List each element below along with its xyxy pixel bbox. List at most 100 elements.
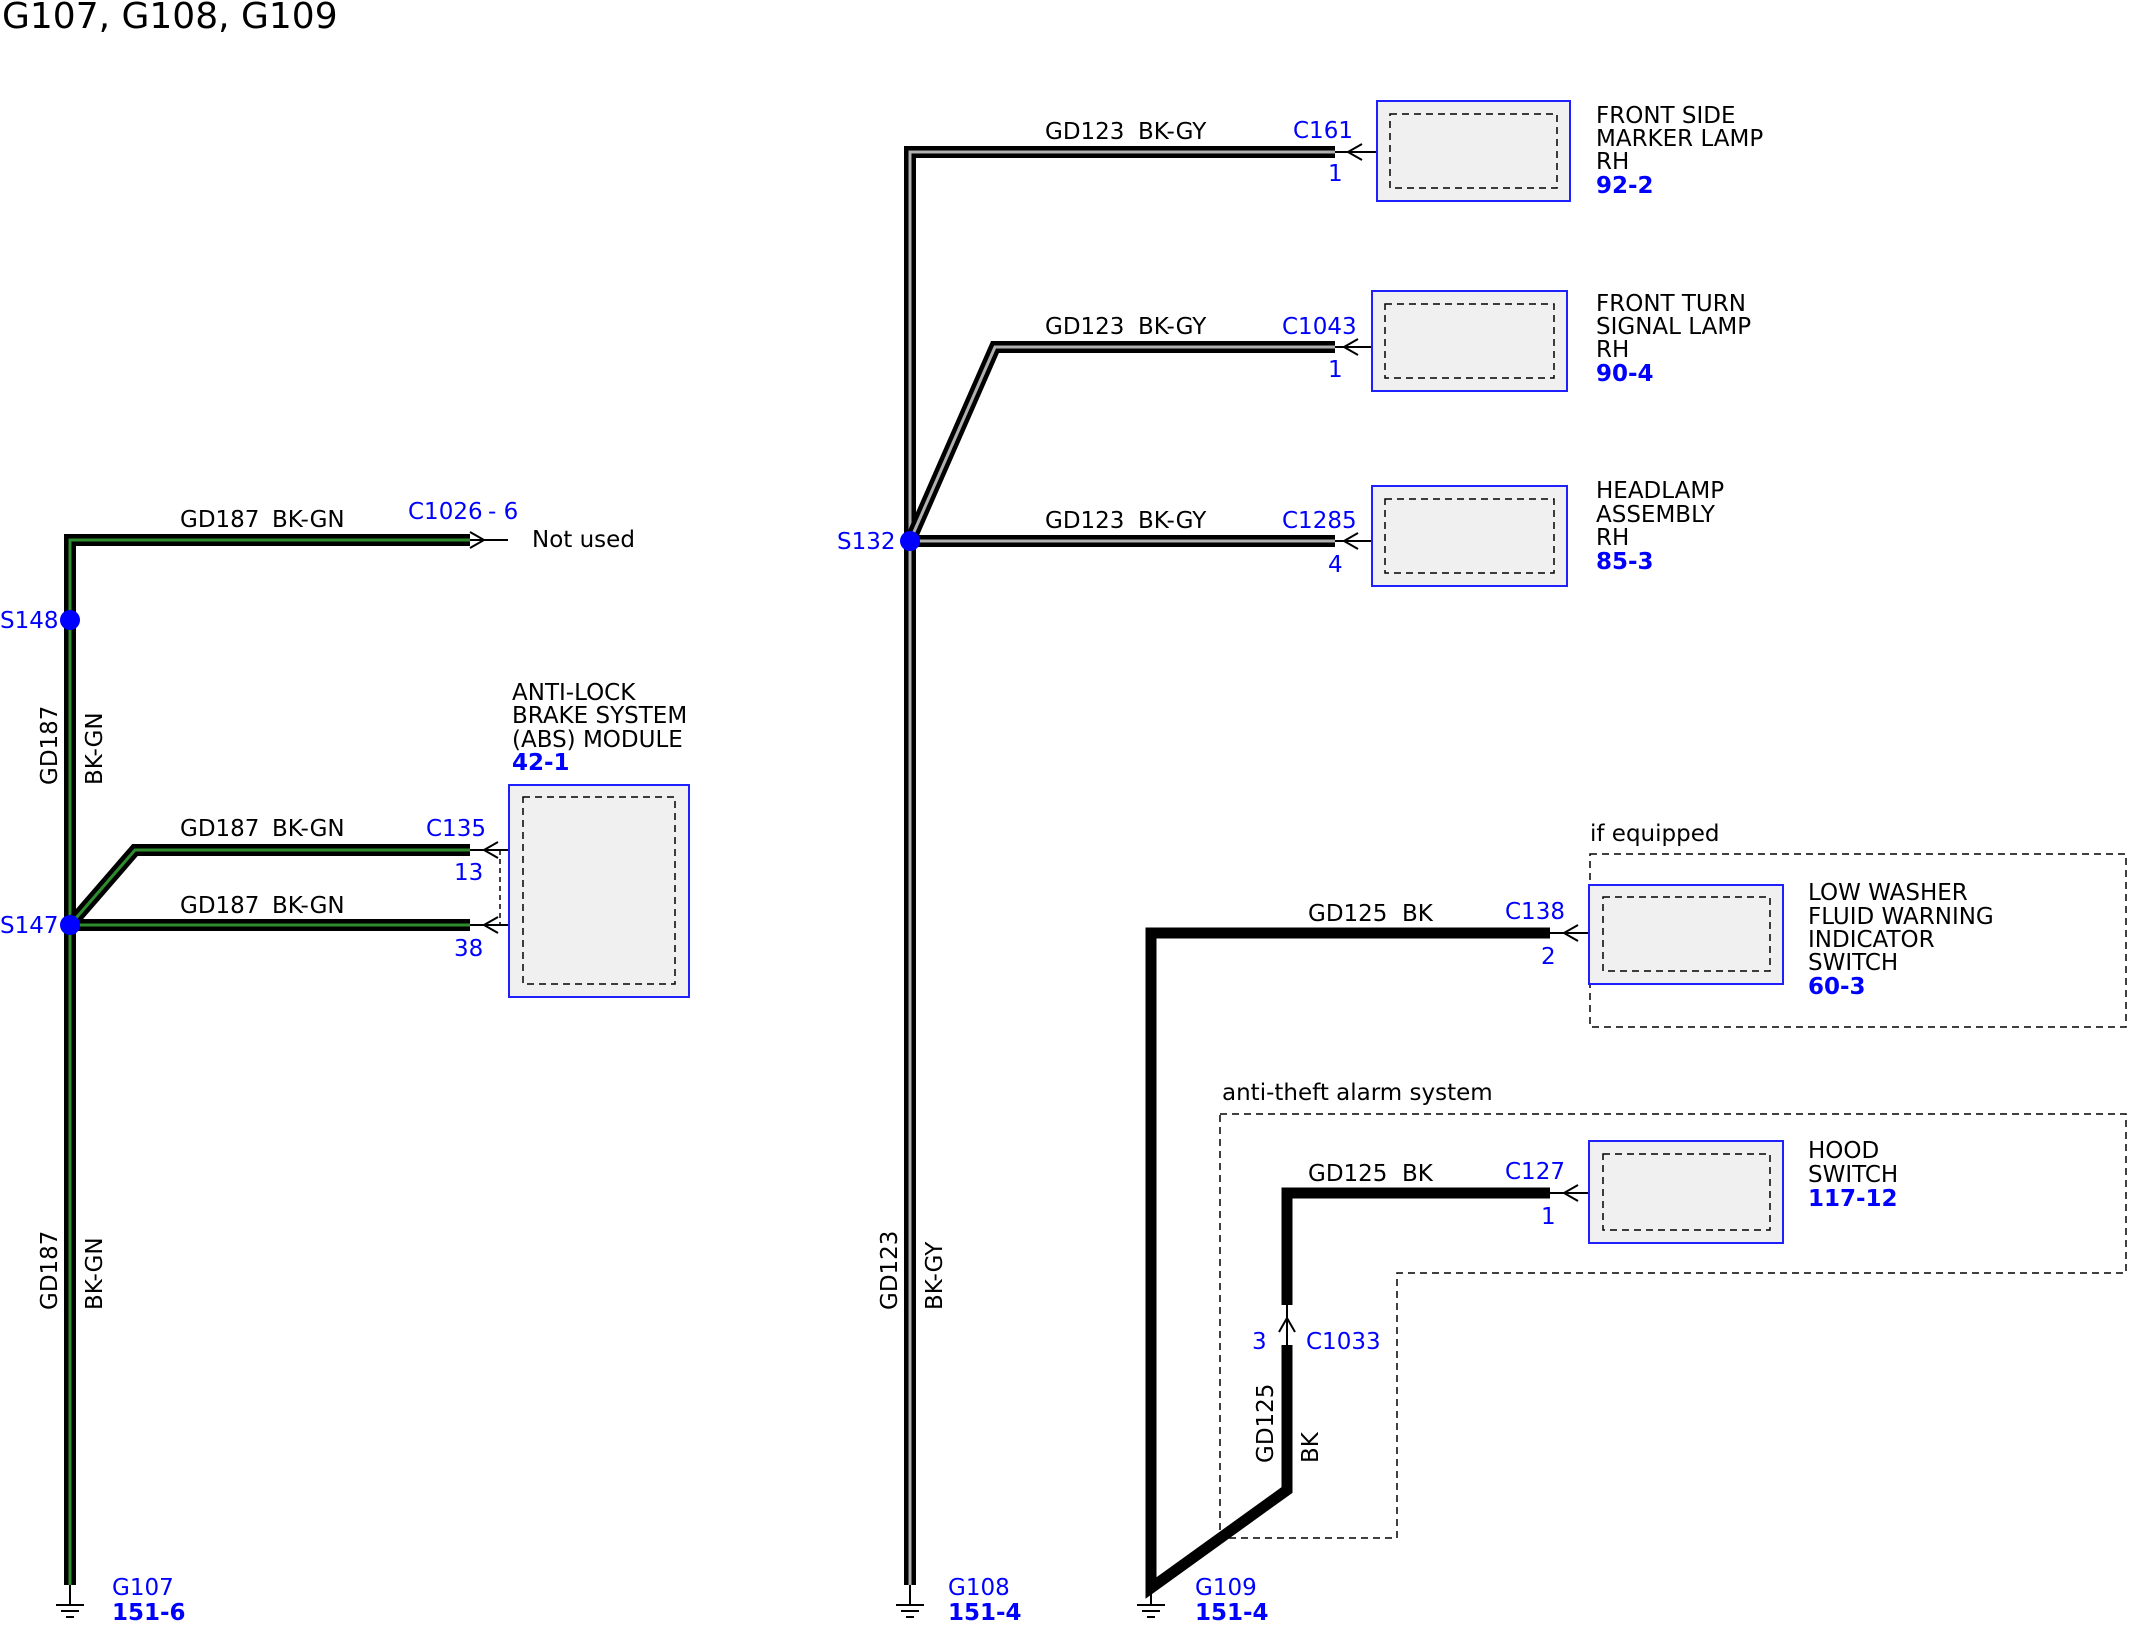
ground-g109-symbol [1137,1588,1165,1618]
vertical-label-bk-gy: BK-GY [922,1241,948,1310]
vertical-label-gd187-upper: GD187 [37,706,63,785]
abs-module-box [508,784,690,998]
splice-s147-dot [60,915,80,935]
connector-c127: C127 [1505,1159,1565,1185]
splice-s132-dot [900,531,920,551]
wire-color-bk-gn: BK-GN [272,507,345,533]
wire-color-bk-gn-abs1: BK-GN [272,816,345,842]
connector-c1026: C1026 [408,499,483,525]
abs-name-line3: (ABS) MODULE [512,727,683,753]
side-marker-line1: FRONT SIDE [1596,103,1736,129]
abs-name-line2: BRAKE SYSTEM [512,703,687,729]
wire-label-gd123-turn: GD123 [1045,314,1124,340]
headlamp-line1: HEADLAMP [1596,478,1724,504]
ground-g108-label: G108 [948,1575,1010,1601]
anti-theft-label: anti-theft alarm system [1222,1080,1493,1106]
headlamp-box [1371,485,1568,587]
washer-line3: INDICATOR [1808,927,1935,953]
connector-c1043-pin: 1 [1328,357,1343,383]
wire-label-gd123-head: GD123 [1045,508,1124,534]
wire-label-gd187: GD187 [180,507,259,533]
splice-s148-label: S148 [0,608,59,634]
wire-label-gd187-abs2: GD187 [180,893,259,919]
washer-switch-inner [1602,896,1771,972]
connector-c135-pin-13: 13 [454,860,483,886]
hood-ref: 117-12 [1808,1186,1898,1212]
ground-g107-label: G107 [112,1575,174,1601]
vertical-label-bk-gn-upper: BK-GN [82,712,108,785]
abs-name-line1: ANTI-LOCK [512,680,636,706]
vertical-label-bk: BK [1298,1431,1324,1463]
connector-c135: C135 [426,816,486,842]
abs-ref: 42-1 [512,750,570,776]
headlamp-inner [1384,498,1555,574]
if-equipped-label: if equipped [1590,821,1719,847]
connector-c1026-pin: - 6 [488,499,518,525]
connector-c1043: C1043 [1282,314,1357,340]
splice-s132-label: S132 [837,529,896,555]
turn-signal-box [1371,290,1568,392]
diagram-title: G107, G108, G109 [2,0,338,37]
c1026-connector [469,531,508,549]
side-marker-line3: RH [1596,149,1629,175]
hood-switch-box [1588,1140,1784,1244]
wire-color-bk-gy-side: BK-GY [1138,119,1207,145]
turn-signal-line2: SIGNAL LAMP [1596,314,1751,340]
wire-color-bk-gn-abs2: BK-GN [272,893,345,919]
ground-g109-ref: 151-4 [1195,1600,1269,1626]
headlamp-ref: 85-3 [1596,549,1654,575]
turn-signal-line3: RH [1596,337,1629,363]
wire-color-bk-gy-turn: BK-GY [1138,314,1207,340]
turn-signal-line1: FRONT TURN [1596,291,1746,317]
ground-g107-symbol [56,1585,84,1618]
vertical-label-bk-gn-lower: BK-GN [82,1237,108,1310]
wire-color-bk-gy-head: BK-GY [1138,508,1207,534]
wire-label-gd187-abs1: GD187 [180,816,259,842]
abs-module-inner [522,796,676,985]
vertical-label-gd125: GD125 [1253,1384,1279,1463]
hood-line1: HOOD [1808,1138,1879,1164]
turn-signal-ref: 90-4 [1596,361,1654,387]
wire-label-gd125-washer: GD125 [1308,901,1387,927]
washer-ref: 60-3 [1808,974,1866,1000]
side-marker-line2: MARKER LAMP [1596,126,1763,152]
wire-color-bk-washer: BK [1402,901,1434,927]
connector-c1285: C1285 [1282,508,1357,534]
connector-c1033: C1033 [1306,1329,1381,1355]
connector-c1033-pin: 3 [1252,1329,1267,1355]
side-marker-ref: 92-2 [1596,173,1654,199]
vertical-label-gd123: GD123 [877,1231,903,1310]
gd187-wiring [64,534,470,1585]
wire-label-gd125-hood: GD125 [1308,1161,1387,1187]
washer-line1: LOW WASHER [1808,880,1968,906]
side-marker-box [1376,100,1571,202]
hood-line2: SWITCH [1808,1162,1898,1188]
gd123-wiring [904,146,1335,1585]
wire-label-gd123-side: GD123 [1045,119,1124,145]
washer-switch-box [1588,884,1784,985]
not-used-label: Not used [532,527,635,553]
splice-s147-label: S147 [0,913,59,939]
splice-s148-dot [60,610,80,630]
connector-c138: C138 [1505,899,1565,925]
headlamp-line2: ASSEMBLY [1596,502,1716,528]
ground-g108-ref: 151-4 [948,1600,1022,1626]
hood-switch-inner [1602,1153,1771,1231]
if-equipped-box [1589,853,2127,1028]
connector-c161: C161 [1293,118,1353,144]
connector-c1285-pin: 4 [1328,552,1343,578]
ground-g109-label: G109 [1195,1575,1257,1601]
ground-g108-symbol [896,1585,924,1618]
wire-color-bk-hood: BK [1402,1161,1434,1187]
vertical-label-gd187-lower: GD187 [37,1231,63,1310]
gd125-wiring [1145,927,1550,1599]
ground-g107-ref: 151-6 [112,1600,186,1626]
connector-c135-pin-38: 38 [454,936,483,962]
washer-line4: SWITCH [1808,950,1898,976]
connector-c138-pin: 2 [1541,944,1556,970]
side-marker-inner [1389,113,1558,189]
headlamp-line3: RH [1596,525,1629,551]
connector-c161-pin: 1 [1328,161,1343,187]
washer-line2: FLUID WARNING [1808,904,1994,930]
